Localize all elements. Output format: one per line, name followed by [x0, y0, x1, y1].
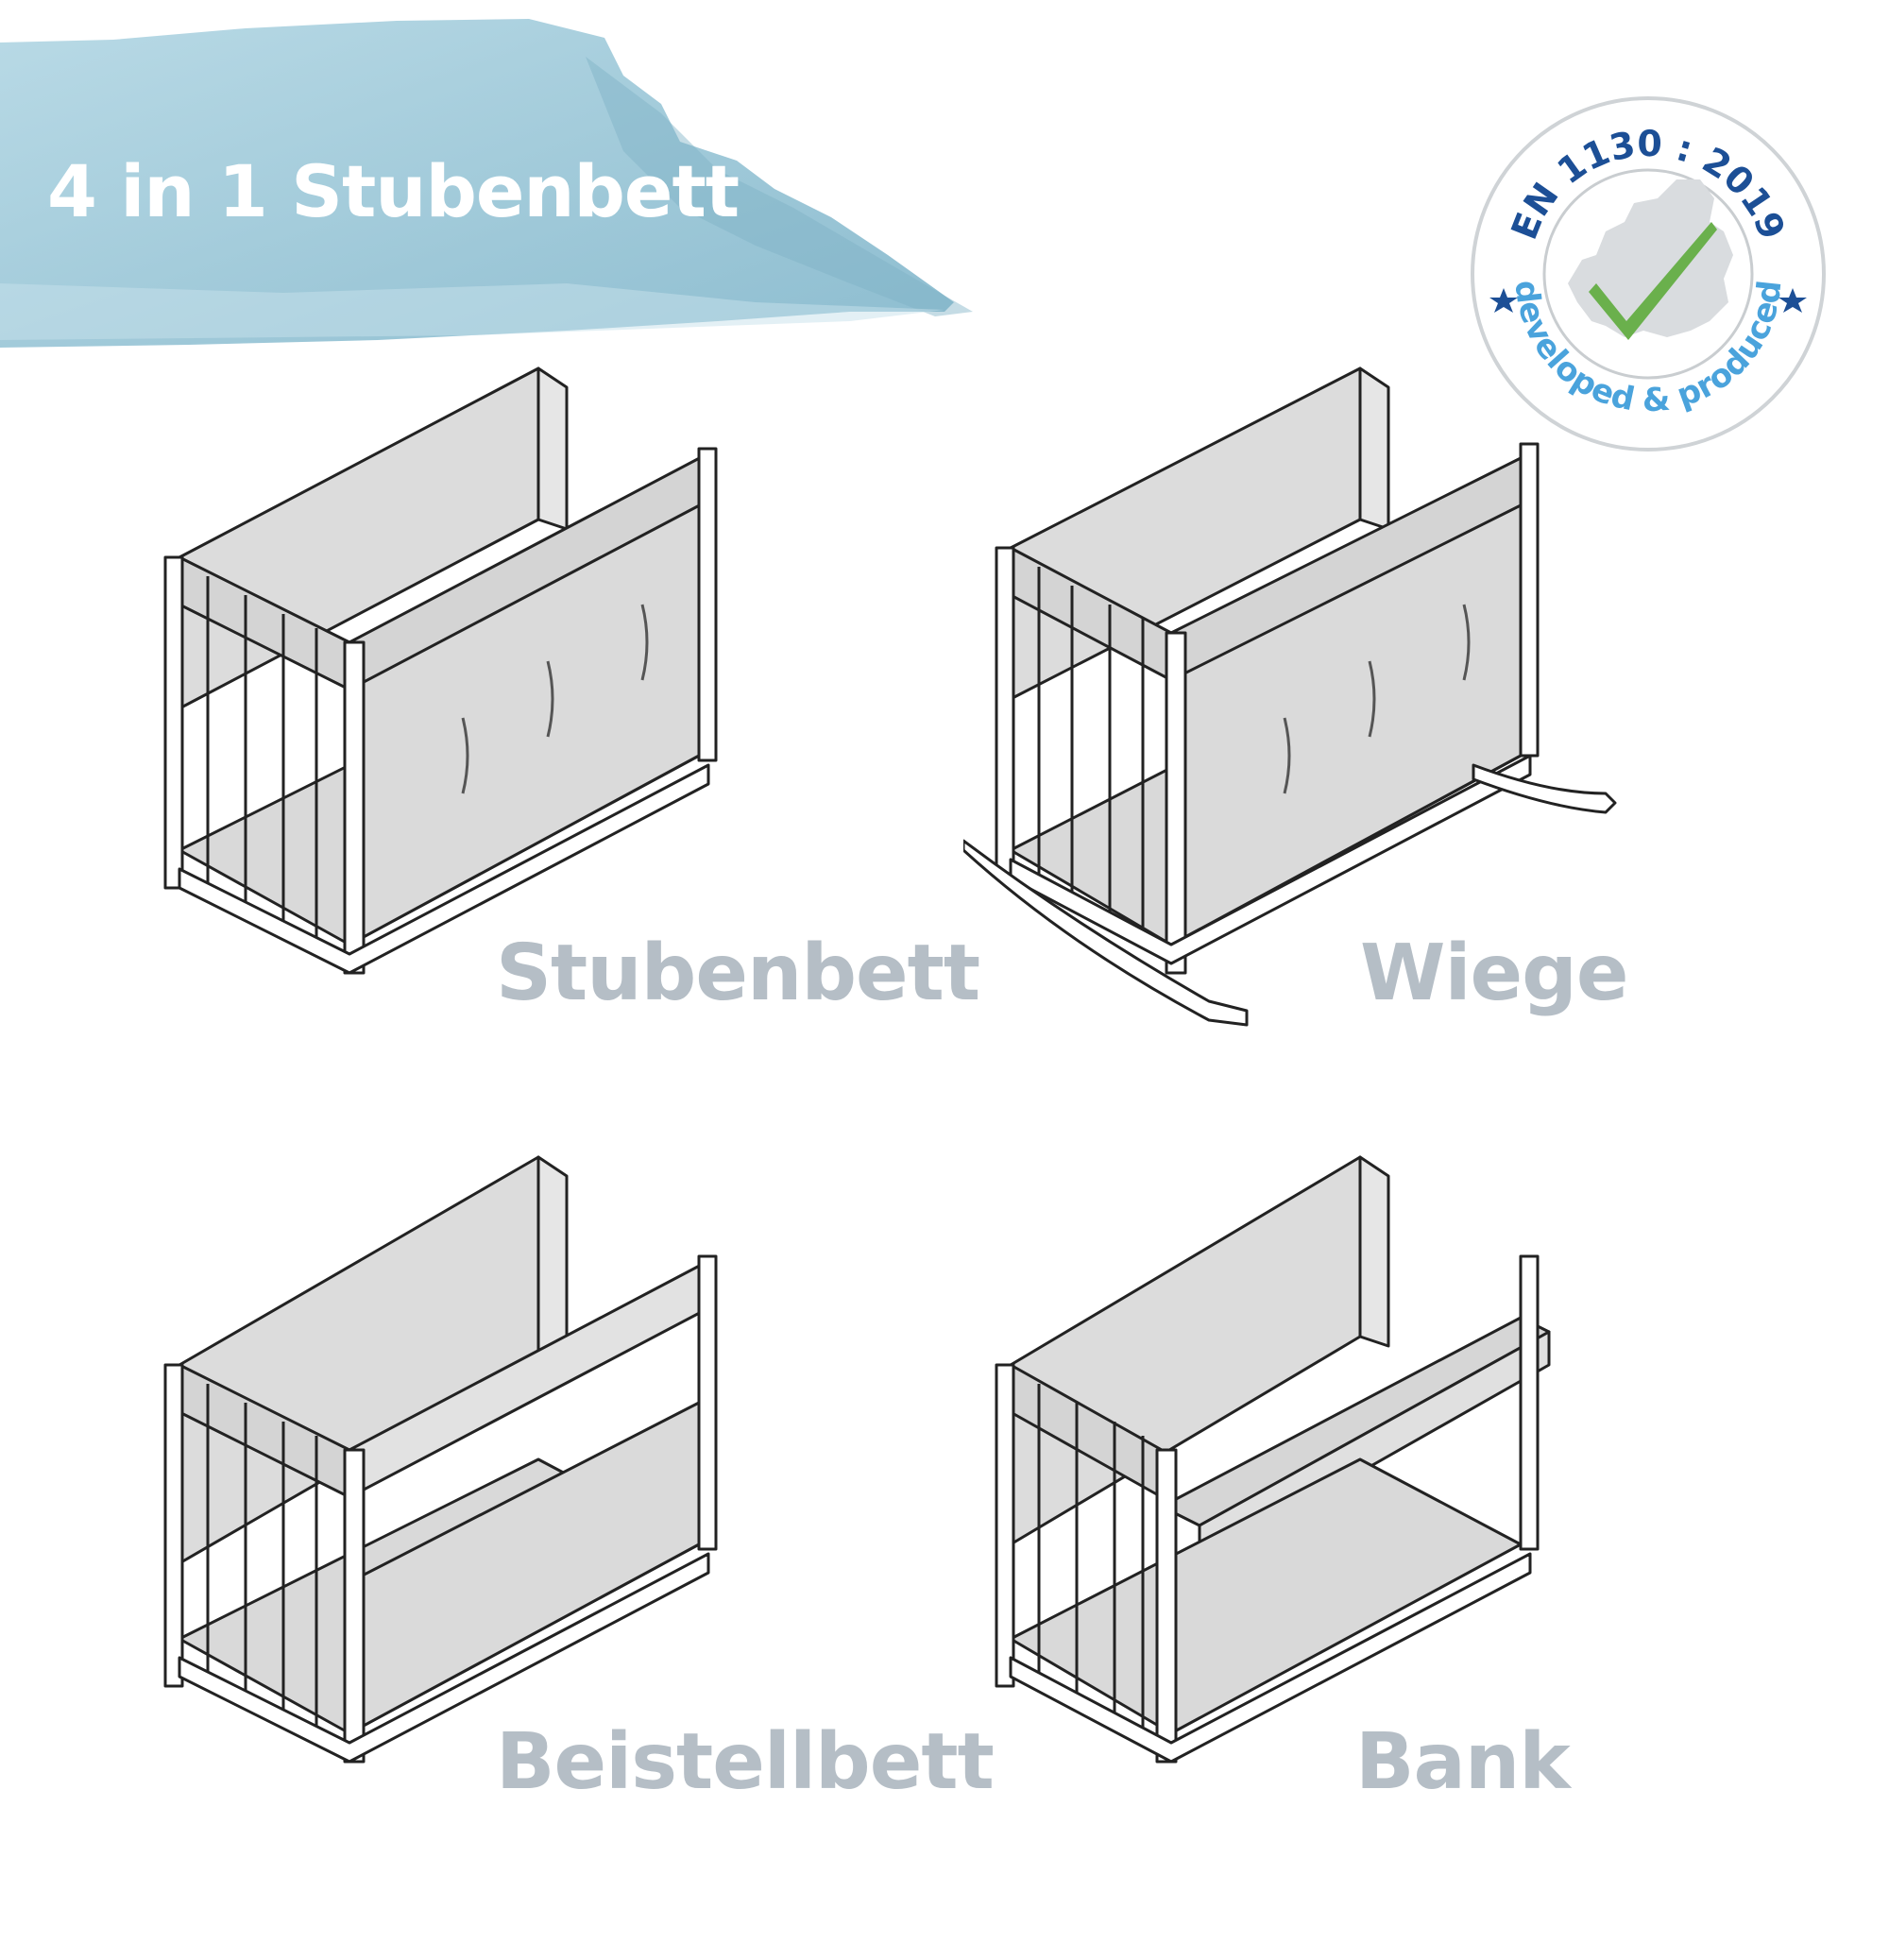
- star-icon: [1489, 288, 1518, 313]
- config-label: Wiege: [1360, 929, 1628, 1018]
- config-wiege: Wiege: [963, 359, 1851, 1171]
- crib-illustration: [163, 366, 718, 975]
- europe-map-icon: [1568, 179, 1733, 337]
- config-beistellbett: Beistellbett: [151, 1148, 1039, 1960]
- config-label: Beistellbett: [496, 1717, 995, 1807]
- bedside-crib-illustration: [163, 1155, 718, 1764]
- checkmark-icon: [1589, 222, 1717, 340]
- page-title: 4 in 1 Stubenbett: [47, 149, 740, 233]
- config-stubenbett: Stubenbett: [151, 359, 1039, 1171]
- config-label: Stubenbett: [496, 929, 980, 1018]
- certification-badge: EN 1130 : 2019 developed & produced: [1464, 90, 1832, 458]
- config-label: Bank: [1355, 1717, 1571, 1807]
- cradle-illustration: [963, 366, 1617, 1027]
- star-icon: [1778, 288, 1807, 313]
- bench-illustration: [995, 1155, 1551, 1764]
- config-bank: Bank: [973, 1148, 1861, 1960]
- watercolor-banner: [0, 19, 973, 348]
